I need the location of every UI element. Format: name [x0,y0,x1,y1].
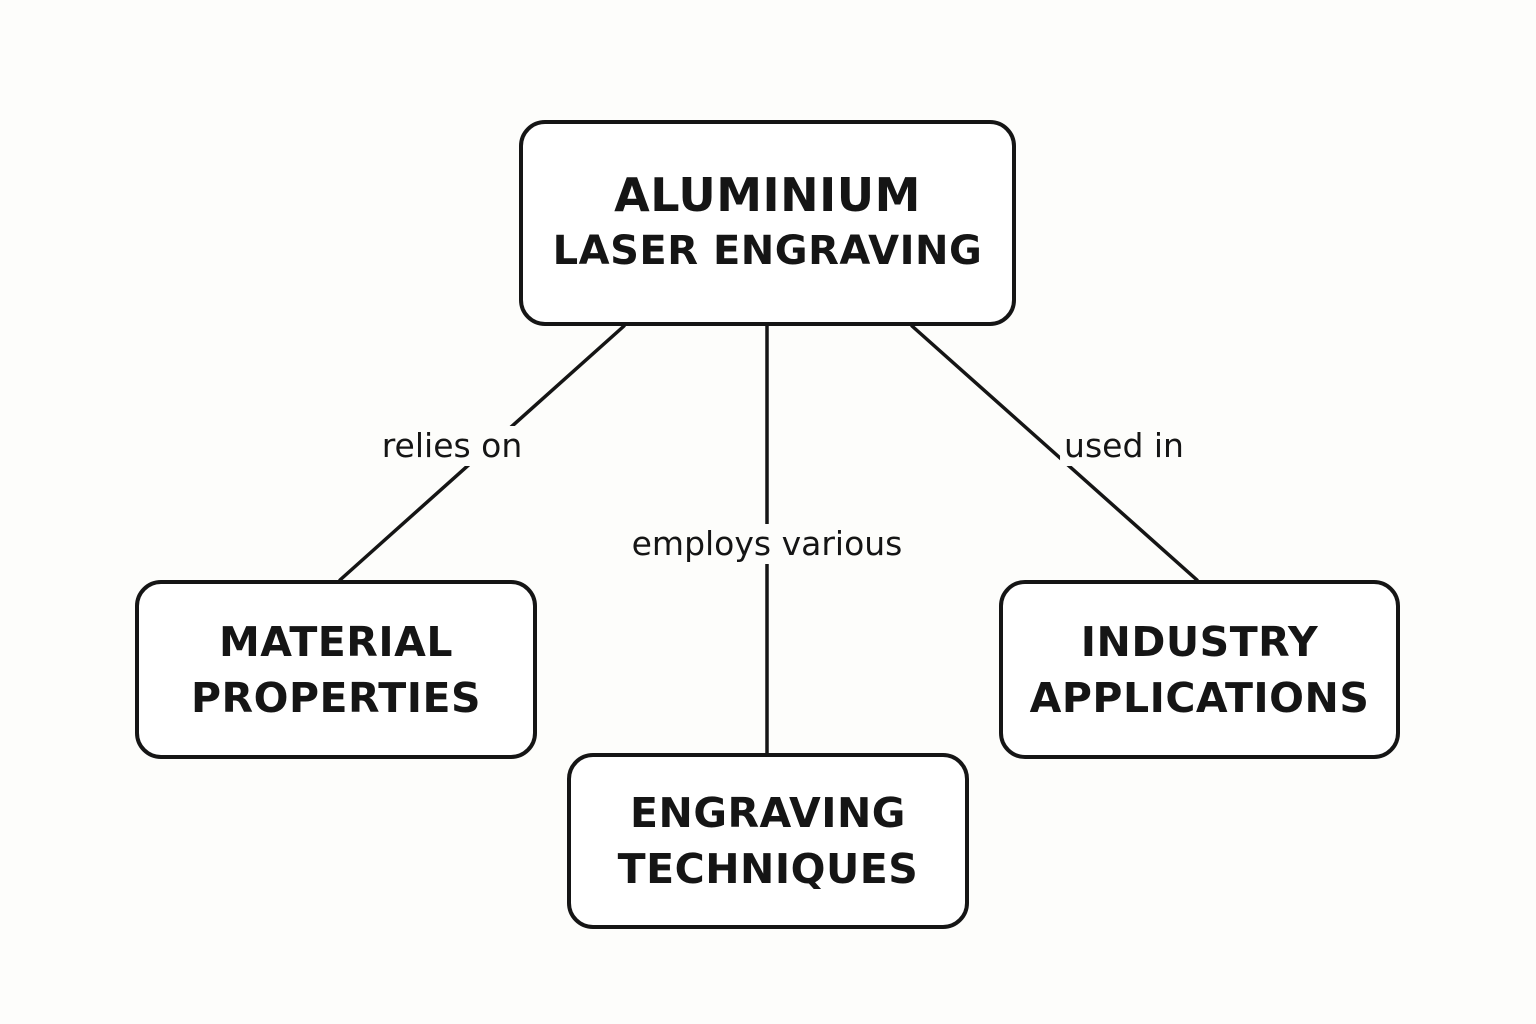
root-node: ALUMINIUM LASER ENGRAVING [519,120,1016,326]
root-node-title-line2: LASER ENGRAVING [552,228,983,274]
techniques-node-line2: TECHNIQUES [617,845,919,893]
industry-applications-node: INDUSTRY APPLICATIONS [999,580,1400,759]
root-node-title-line1: ALUMINIUM [614,168,921,222]
industry-node-line1: INDUSTRY [1080,617,1319,666]
edge-label-relies-on: relies on [377,426,527,466]
material-node-line2: PROPERTIES [190,673,482,722]
material-node-line1: MATERIAL [218,617,453,666]
connector-root-industry [910,324,1199,582]
industry-node-line2: APPLICATIONS [1029,673,1370,722]
engraving-techniques-node: ENGRAVING TECHNIQUES [567,753,969,929]
edge-label-employs-various: employs various [627,524,907,564]
material-properties-node: MATERIAL PROPERTIES [135,580,537,759]
edge-label-used-in: used in [1060,426,1188,466]
techniques-node-line1: ENGRAVING [630,789,906,837]
